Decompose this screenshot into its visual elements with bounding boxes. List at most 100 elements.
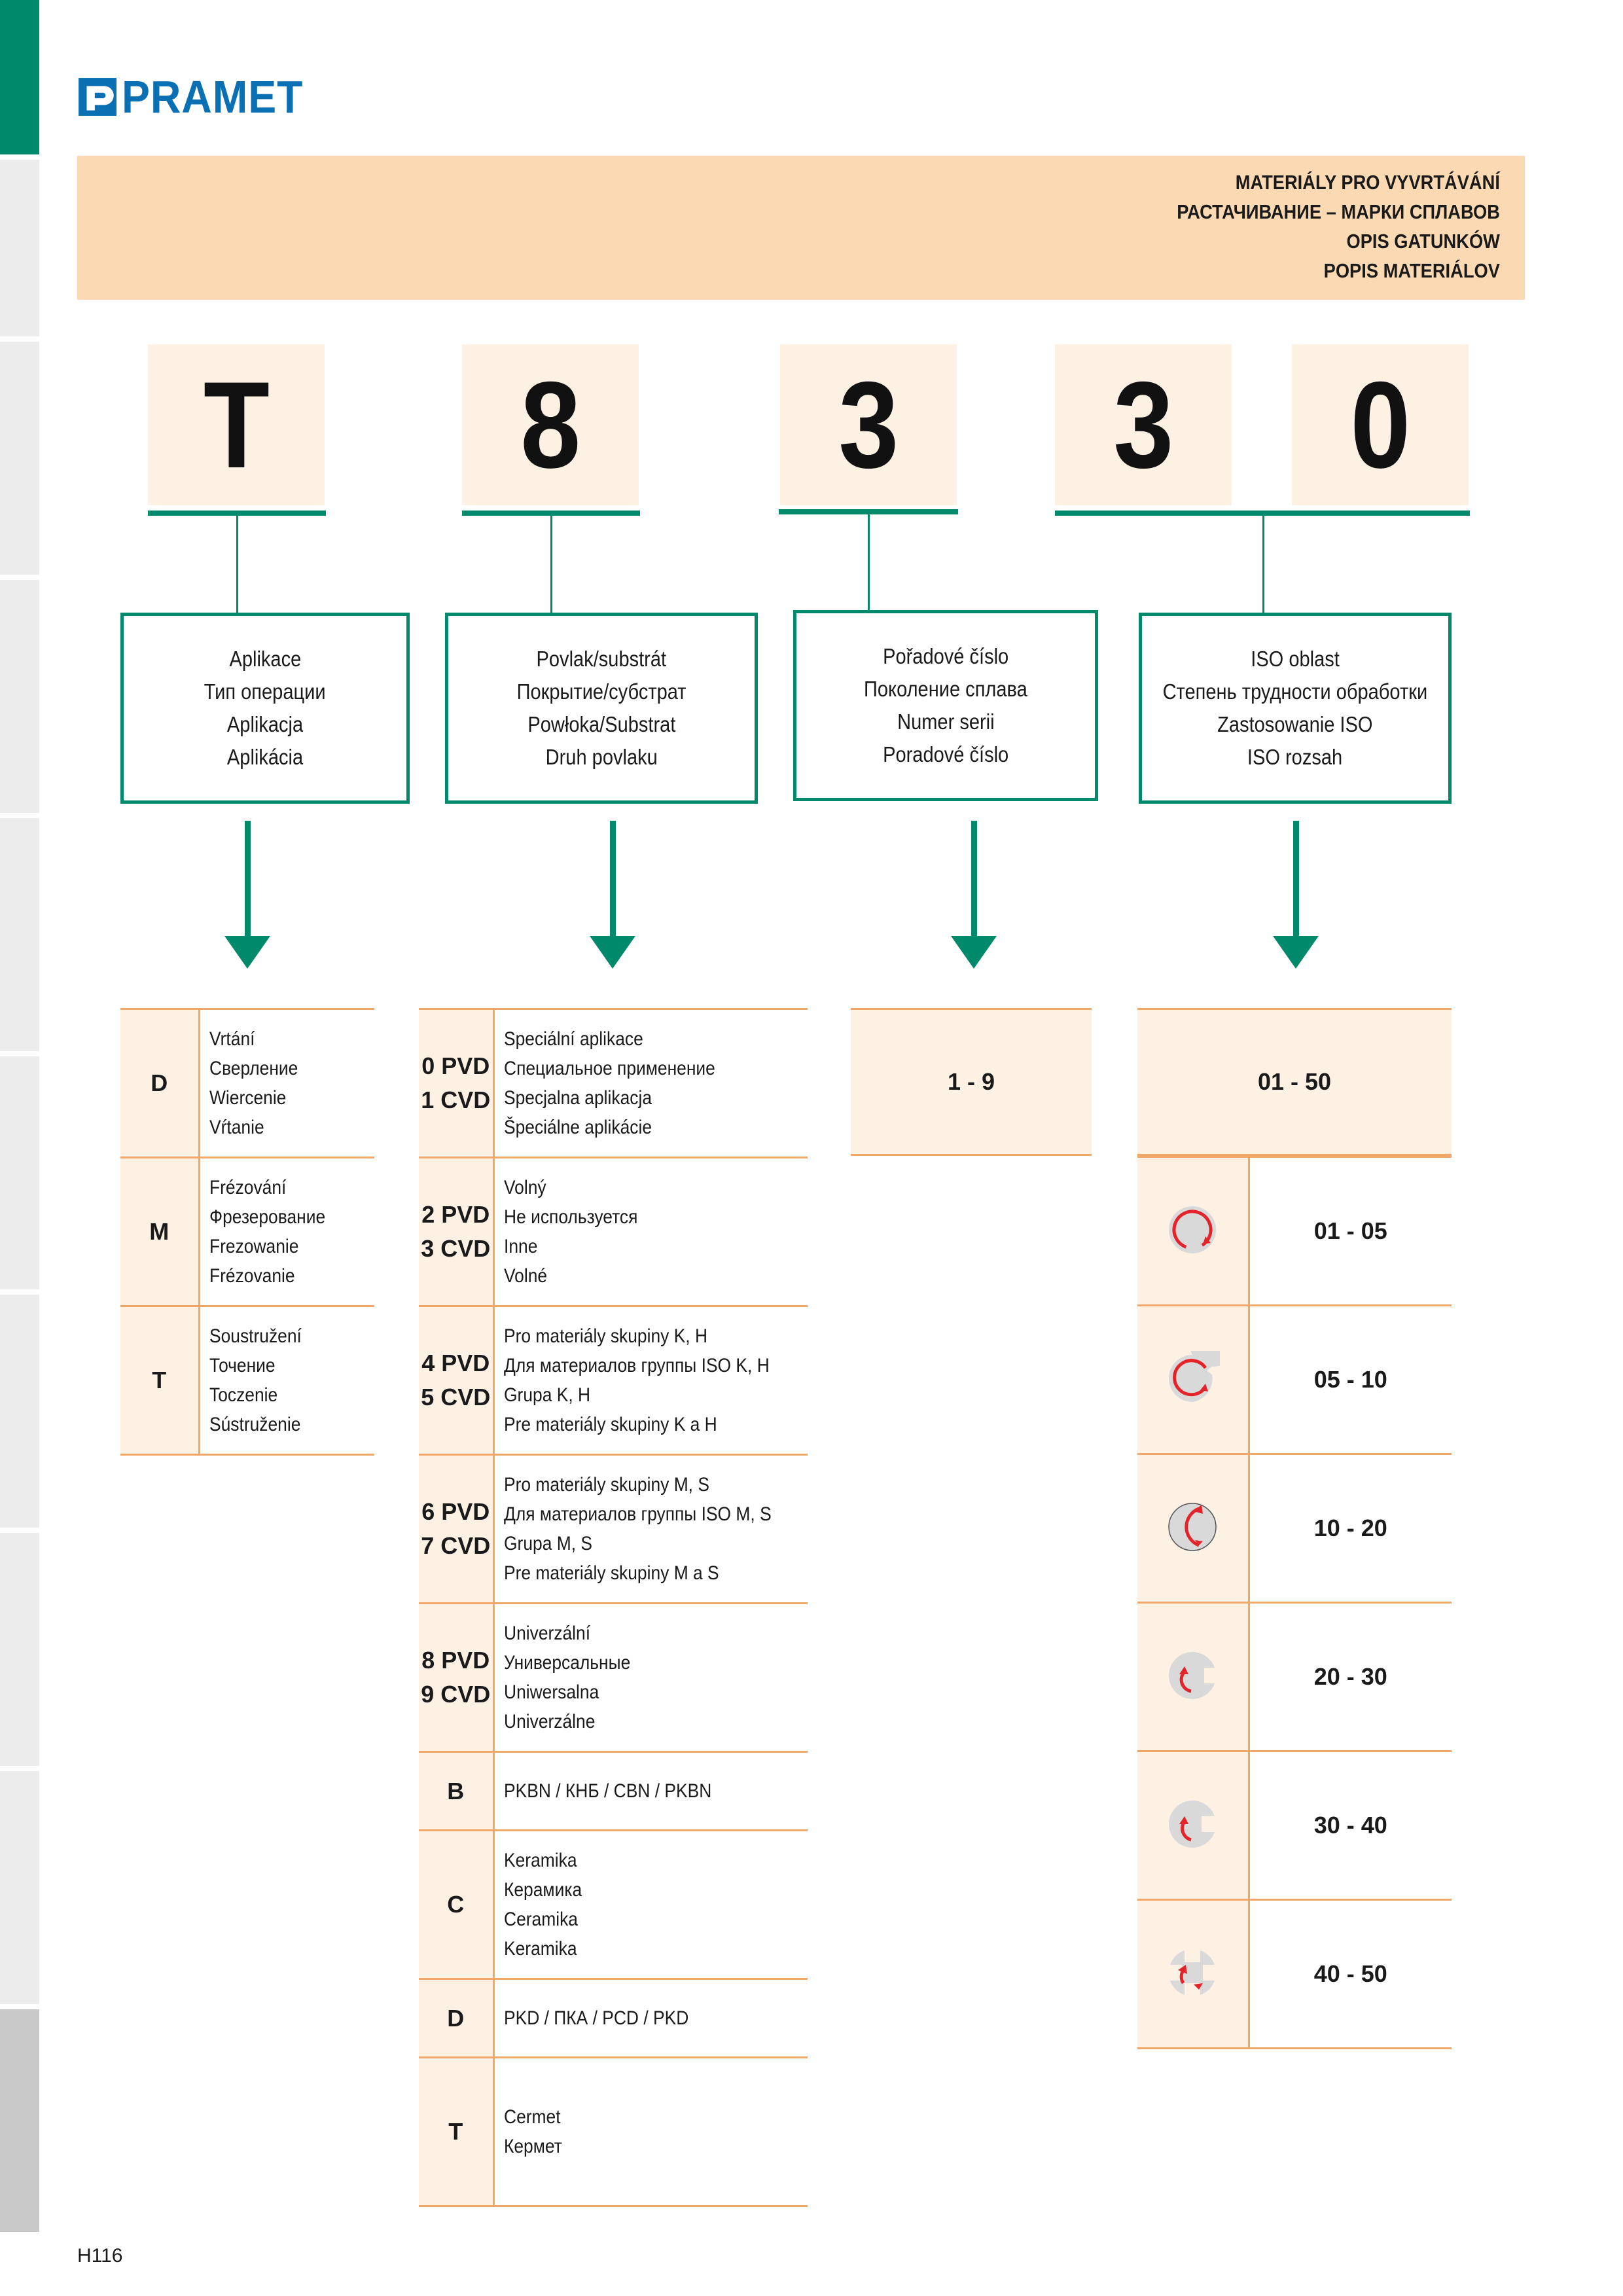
icon-cell: [1137, 1454, 1250, 1604]
down-arrow-icon: [221, 821, 274, 969]
icon-cell: [1137, 1751, 1250, 1901]
code-cell: D: [120, 1008, 200, 1158]
underline-bar: [1055, 511, 1470, 516]
table-row: 8 PVD 9 CVD Univerzální Универсальные Un…: [419, 1603, 808, 1753]
table-row: D PKD / ПКА / PCD / PKD: [419, 1979, 808, 2058]
code-cell: 0 PVD 1 CVD: [419, 1008, 495, 1158]
desc-line: Grupa M, S: [503, 1533, 592, 1554]
table-row: B PKBN / КНБ / CBN / PKBN: [419, 1751, 808, 1831]
desc-line: Pre materiály skupiny M a S: [503, 1562, 719, 1584]
desc-cell: Speciální aplikace Специальное применени…: [493, 1008, 808, 1158]
code-cell: M: [120, 1157, 200, 1307]
desc-cell: Volný Не используется Inne Volné: [493, 1157, 808, 1307]
underline-bar: [779, 509, 958, 514]
page-number: H116: [77, 2245, 123, 2267]
desc-line: Volné: [503, 1265, 547, 1287]
header-title-cz: MATERIÁLY PRO VYVRTÁVÁNÍ: [1235, 171, 1500, 194]
desc-line: PKBN / КНБ / CBN / PKBN: [503, 1780, 711, 1802]
code-cell: T: [120, 1306, 200, 1456]
code-char-box: 3: [780, 344, 957, 505]
header-title-sk: POPIS MATERIÁLOV: [1323, 259, 1500, 282]
desc-line: Для материалов группы ISO M, S: [503, 1503, 772, 1525]
desc-line: Frézování: [209, 1177, 286, 1198]
code-char: 3: [838, 356, 899, 493]
connector-line: [1262, 514, 1264, 613]
range-cell: 20 - 30: [1249, 1602, 1452, 1752]
desc-line: Wiercenie: [209, 1087, 286, 1109]
table-row: D Vrtání Сверление Wiercenie Vŕtanie: [120, 1008, 374, 1158]
code-cell: 2 PVD 3 CVD: [419, 1157, 495, 1307]
table-row: 30 - 40: [1137, 1751, 1452, 1901]
code-char: 8: [520, 356, 581, 493]
connector-line: [868, 513, 870, 613]
tab: [0, 2009, 39, 2232]
logo-text: PRAMET: [122, 71, 304, 122]
icon-cell: [1137, 1305, 1250, 1455]
continuous-cut-icon: [1169, 1206, 1217, 1253]
label-line: Aplikacja: [226, 712, 304, 736]
tab: [0, 818, 39, 1051]
desc-line: Кермет: [503, 2136, 562, 2157]
desc-cell: Keramika Керамика Ceramika Keramika: [493, 1830, 808, 1980]
desc-cell: PKBN / КНБ / CBN / PKBN: [493, 1751, 808, 1831]
label-box-iso: ISO oblast Степень трудности обработки Z…: [1139, 613, 1452, 804]
tab-active: [0, 0, 39, 154]
label-box-coating: Povlak/substrát Покрытие/субстрат Powłok…: [445, 613, 758, 804]
code-cell: C: [419, 1830, 495, 1980]
table-row: T Soustružení Точение Toczenie Sústružen…: [120, 1306, 374, 1456]
icon-cell: [1137, 1602, 1250, 1752]
code-char: T: [203, 356, 270, 493]
label-line: Поколение сплава: [864, 677, 1027, 701]
code-line: 8 PVD: [421, 1647, 490, 1674]
desc-cell: Vrtání Сверление Wiercenie Vŕtanie: [199, 1008, 374, 1158]
desc-cell: Univerzální Универсальные Uniwersalna Un…: [493, 1603, 808, 1753]
tab: [0, 1295, 39, 1528]
desc-line: Фрезерование: [209, 1206, 325, 1228]
desc-line: Специальное применение: [503, 1058, 715, 1079]
desc-cell: Pro materiály skupiny M, S Для материало…: [493, 1454, 808, 1604]
label-line: Zastosowanie ISO: [1217, 712, 1373, 736]
table-row: 4 PVD 5 CVD Pro materiály skupiny K, H Д…: [419, 1306, 808, 1456]
underline-bar: [148, 511, 326, 516]
label-line: Poradové číslo: [882, 742, 1009, 766]
code-cell: D: [419, 1979, 495, 2058]
desc-line: Сверление: [209, 1058, 298, 1079]
label-line: Тип операции: [204, 679, 326, 704]
table-row: 10 - 20: [1137, 1454, 1452, 1604]
icon-cell: [1137, 1899, 1250, 2049]
desc-line: Керамика: [503, 1879, 582, 1901]
desc-line: Cermet: [503, 2106, 561, 2128]
code-char-box: T: [148, 344, 325, 505]
application-table: D Vrtání Сверление Wiercenie Vŕtanie M F…: [120, 1008, 374, 1456]
desc-cell: Soustružení Точение Toczenie Sústruženie: [199, 1306, 374, 1456]
desc-line: Ceramika: [503, 1909, 578, 1930]
label-line: ISO rozsah: [1247, 745, 1343, 769]
down-arrow-icon: [586, 821, 639, 969]
tab: [0, 1533, 39, 1766]
table-row: M Frézování Фрезерование Frezowanie Fréz…: [120, 1157, 374, 1307]
code-line: T: [448, 2118, 463, 2145]
range-cell: 40 - 50: [1249, 1899, 1452, 2049]
label-box-application: Aplikace Тип операции Aplikacja Aplikáci…: [120, 613, 410, 804]
desc-line: Keramika: [503, 1850, 577, 1871]
label-line: Druh povlaku: [545, 745, 658, 769]
connector-line: [236, 514, 238, 613]
code-line: 0 PVD: [421, 1052, 490, 1079]
desc-line: Univerzální: [503, 1623, 590, 1644]
code-line: 2 PVD: [421, 1201, 490, 1228]
header-titles: MATERIÁLY PRO VYVRTÁVÁNÍ РАСТАЧИВАНИЕ – …: [1133, 168, 1500, 285]
table-row: 20 - 30: [1137, 1602, 1452, 1752]
desc-line: Speciální aplikace: [503, 1028, 643, 1050]
desc-line: Specjalna aplikacja: [503, 1087, 652, 1109]
coating-table: 0 PVD 1 CVD Speciální aplikace Специальн…: [419, 1008, 808, 2207]
severe-interrupted-cut-icon: [1170, 1950, 1215, 1995]
table-row: 40 - 50: [1137, 1899, 1452, 2049]
desc-line: Vrtání: [209, 1028, 255, 1050]
pramet-logo-icon: [79, 78, 116, 116]
down-arrow-icon: [948, 821, 1000, 969]
down-arrow-icon: [1270, 821, 1322, 969]
code-cell: 6 PVD 7 CVD: [419, 1454, 495, 1604]
desc-line: Keramika: [503, 1938, 577, 1960]
table-row: 2 PVD 3 CVD Volný Не используется Inne V…: [419, 1157, 808, 1307]
desc-line: Uniwersalna: [503, 1681, 599, 1703]
